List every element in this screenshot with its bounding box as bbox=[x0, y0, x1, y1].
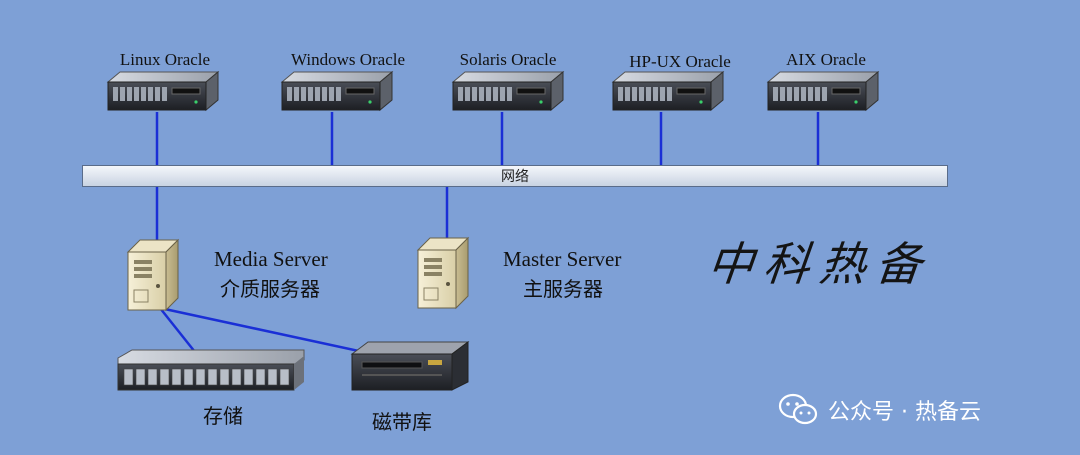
link-media-tape bbox=[159, 306, 383, 358]
linux-oracle-label: Linux Oracle bbox=[119, 50, 211, 69]
aix-oracle-label: AIX Oracle bbox=[786, 50, 866, 69]
hpux-oracle-server-icon bbox=[611, 70, 725, 112]
oracle-rack-servers bbox=[106, 70, 880, 112]
windows-oracle-label: Windows Oracle bbox=[290, 50, 406, 69]
linux-oracle-server-icon bbox=[106, 70, 220, 112]
tape-library-label: 磁带库 bbox=[372, 410, 432, 434]
watermark: 公众号 · 热备云 bbox=[778, 390, 981, 430]
windows-oracle-server-icon bbox=[280, 70, 394, 112]
aix-oracle-server-icon bbox=[766, 70, 880, 112]
tape-library-icon bbox=[350, 341, 470, 391]
media-server-label-en: Media Server bbox=[214, 247, 328, 271]
master-server-label: Master Server 主服务器 bbox=[503, 244, 621, 304]
network-bus: 网络 bbox=[82, 165, 948, 187]
wechat-icon bbox=[778, 393, 818, 425]
media-server-label: Media Server 介质服务器 bbox=[214, 244, 328, 304]
hpux-oracle-label: HP-UX Oracle bbox=[629, 52, 731, 71]
storage-array-icon bbox=[117, 349, 305, 391]
solaris-oracle-label: Solaris Oracle bbox=[459, 50, 557, 69]
media-server-label-zh: 介质服务器 bbox=[220, 277, 320, 301]
connection-lines bbox=[155, 112, 820, 358]
watermark-text: 公众号 · 热备云 bbox=[828, 400, 981, 425]
network-label: 网络 bbox=[501, 169, 529, 185]
master-server-label-en: Master Server bbox=[503, 247, 622, 271]
master-server-tower-icon bbox=[416, 236, 470, 310]
media-server-tower-icon bbox=[126, 238, 180, 312]
master-server-label-zh: 主服务器 bbox=[523, 277, 603, 301]
link-media-storage bbox=[159, 307, 196, 353]
storage-label: 存储 bbox=[203, 404, 243, 428]
solaris-oracle-server-icon bbox=[451, 70, 565, 112]
brand-signature: 中科热备 bbox=[704, 237, 935, 291]
